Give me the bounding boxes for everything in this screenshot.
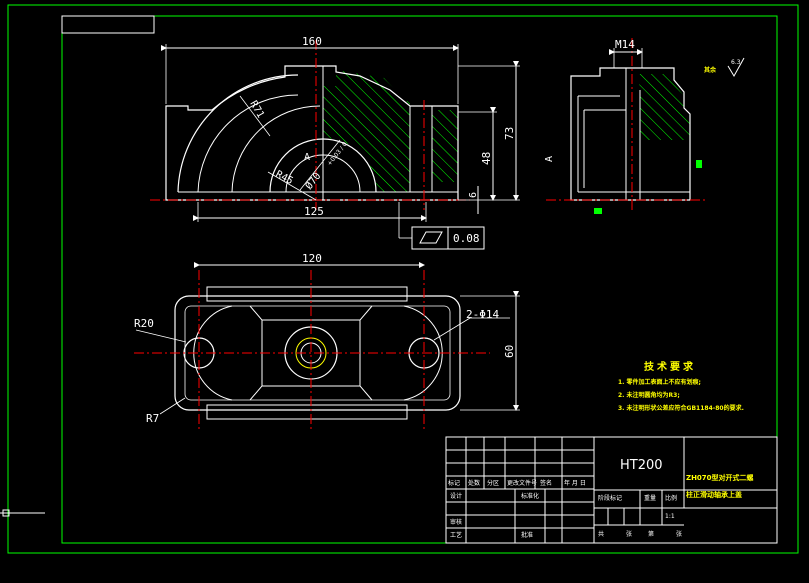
roughness-icon <box>727 57 745 77</box>
dim-73: 73 <box>503 127 516 140</box>
leader-r7 <box>159 397 186 415</box>
dim-48: 48 <box>480 152 493 165</box>
leader-bore <box>299 139 341 191</box>
tb-header-zone: 分区 <box>487 479 499 487</box>
dim-bore: Ø70 <box>303 170 324 192</box>
top-view: 120 60 R20 R7 2-Φ14 <box>134 252 520 430</box>
tb-approve: 批准 <box>521 531 533 539</box>
datum-marker <box>594 208 602 214</box>
dim-125: 125 <box>304 205 324 218</box>
tb-header-count: 处数 <box>468 479 480 487</box>
dim-6: 6 <box>468 192 479 198</box>
roughness-label: 其余 <box>704 66 717 74</box>
tb-header-date: 年 月 日 <box>564 479 586 487</box>
material: HT200 <box>620 458 663 473</box>
leader-r71 <box>239 95 271 137</box>
tb-sheet-no: 第 <box>648 530 654 538</box>
top-rib-lower <box>206 404 408 420</box>
tb-sheet-total: 共 <box>598 530 604 538</box>
side-outline <box>570 67 691 201</box>
side-tick-box <box>2 509 10 517</box>
dim-holes: 2-Φ14 <box>466 308 499 321</box>
front-outline <box>165 65 459 201</box>
side-view: M14 A 其余 6.3 <box>544 38 745 214</box>
dim-r7: R7 <box>146 412 159 425</box>
tb-header-sign: 签名 <box>540 479 552 487</box>
flatness-value: 0.08 <box>453 232 480 245</box>
leader-holes <box>433 317 471 341</box>
corner-label-box <box>61 15 155 34</box>
tb-stage: 阶段标记 <box>598 494 622 502</box>
front-hatch-flange <box>432 110 458 182</box>
tb-header-mark: 标记 <box>448 479 460 487</box>
front-hatch <box>323 70 410 192</box>
tb-sheet-unit1: 张 <box>626 530 632 538</box>
dim-120: 120 <box>302 252 322 265</box>
tb-review: 审核 <box>450 518 462 526</box>
front-mid-arc <box>197 94 299 193</box>
dim-m14: M14 <box>615 38 635 51</box>
side-hatch <box>638 74 690 140</box>
dim-160: 160 <box>302 35 322 48</box>
part-name-line2: 柱正滑动轴承上盖 <box>686 490 742 499</box>
datum-a-front: A <box>304 152 310 163</box>
tech-notes: 技术要求 1. 零件加工表面上不应有划痕; 2. 未注明圆角均为R3; 3. 未… <box>618 360 744 412</box>
tb-process: 工艺 <box>450 531 462 539</box>
front-outer-arc <box>177 74 299 193</box>
top-rib-upper <box>206 286 408 302</box>
dim-60: 60 <box>503 345 516 358</box>
inner-border <box>61 15 778 544</box>
tb-sheet-unit2: 张 <box>676 530 682 538</box>
tb-design: 设计 <box>450 492 462 500</box>
datum-a-side: A <box>544 156 555 162</box>
flatness-icon <box>419 231 443 244</box>
part-name-line1: ZH070型对开式二螺 <box>686 473 754 482</box>
title-block-text: HT200 ZH070型对开式二螺 柱正滑动轴承上盖 标记 处数 分区 更改文件… <box>448 458 754 539</box>
tech-note-3: 3. 未注明形状公差应符合GB1184-80的要求. <box>618 404 744 412</box>
tech-note-2: 2. 未注明圆角均为R3; <box>618 391 680 399</box>
front-view: 160 125 73 48 6 R71 R45 Ø70 +0.03 / 0 A … <box>150 35 520 250</box>
tb-scale: 1:1 <box>665 513 675 520</box>
leader-r45 <box>267 171 317 201</box>
front-inner-arc <box>231 105 321 193</box>
title-block <box>445 436 778 544</box>
tb-weight: 重量 <box>644 494 656 502</box>
tech-note-1: 1. 零件加工表面上不应有划痕; <box>618 378 701 386</box>
leader-r20 <box>135 329 187 343</box>
tech-notes-title: 技术要求 <box>644 360 696 373</box>
dim-r20: R20 <box>134 317 154 330</box>
roughness-value: 6.3 <box>731 59 741 66</box>
tb-scale-label: 比例 <box>665 494 677 502</box>
tb-standard: 标准化 <box>521 492 539 500</box>
outer-border <box>7 4 799 554</box>
datum-marker <box>696 160 702 168</box>
tb-header-doc: 更改文件号 <box>507 479 537 487</box>
